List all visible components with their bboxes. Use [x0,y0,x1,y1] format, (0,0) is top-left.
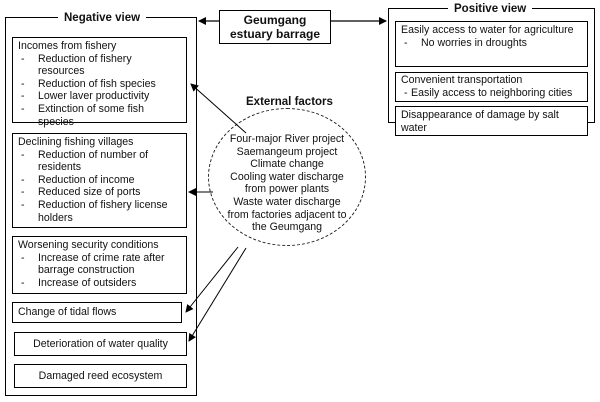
list-item: Reduction of number of residents [18,149,181,174]
list-item: Lower laver productivity [18,90,181,103]
list-item: Reduction of fishery resources [18,53,181,78]
list-item: Extinction of some fish species [18,103,181,128]
reed-ecosystem-text: Damaged reed ecosystem [38,370,163,382]
group-heading: Declining fishing villages [18,136,134,148]
arrow-to-fishery [190,83,247,134]
external-factor-item: from power plants [244,183,330,196]
barrage-title-box: Geumgang estuary barrage [219,10,331,44]
list-item: Increase of crime rate after barrage con… [18,252,181,277]
external-factor-item: Waste water discharge [233,195,341,208]
list-item: Easily access to neighboring cities [401,87,582,100]
water-quality-text: Deterioration of water quality [33,338,168,350]
fishing-villages-box: Declining fishing villages Reduction of … [12,133,187,228]
list-item: Increase of outsiders [18,277,181,290]
security-conditions-box: Worsening security conditions Increase o… [12,236,187,294]
list-item: Reduced size of ports [18,186,181,199]
reed-ecosystem-box: Damaged reed ecosystem [14,364,187,388]
group-heading: Easily access to water for agriculture [401,24,574,36]
tidal-flows-box: Change of tidal flows [12,302,182,323]
arrow-to-tidal [185,246,239,313]
tidal-flows-text: Change of tidal flows [18,306,117,318]
external-factor-item: Cooling water discharge [230,170,344,183]
external-factor-item: Saemangeum project [236,145,338,158]
list-item: Reduction of income [18,174,181,187]
water-access-box: Easily access to water for agriculture N… [395,21,588,67]
transportation-box: Convenient transportation Easily access … [395,72,588,102]
water-quality-box: Deterioration of water quality [14,332,187,356]
external-factor-item: Four-major River project [229,133,345,145]
external-factors-title: External factors [246,96,333,108]
arrow-to-water-quality [188,247,247,342]
group-heading: Worsening security conditions [18,239,159,251]
external-factors-circle: Four-major River project Saemangeum proj… [208,108,366,246]
group-heading: Disappearance of damage by salt water [401,109,559,134]
group-heading: Convenient transportation [401,74,523,86]
external-factor-item: Climate change [250,158,324,171]
negative-view-title: Negative view [58,11,147,25]
list-item: Reduction of fishery license holders [18,199,181,224]
list-item: Reduction of fish species [18,78,181,91]
group-heading: Incomes from fishery [18,40,117,52]
external-factor-item: the Geumgang [251,221,323,234]
external-factor-item: from factories adjacent to [227,208,347,221]
salt-water-box: Disappearance of damage by salt water [395,106,588,136]
list-item: No worries in droughts [401,37,582,50]
barrage-title-text: Geumgang estuary barrage [229,13,321,41]
fishery-income-box: Incomes from fishery Reduction of fisher… [12,37,187,128]
positive-view-title: Positive view [448,2,533,16]
